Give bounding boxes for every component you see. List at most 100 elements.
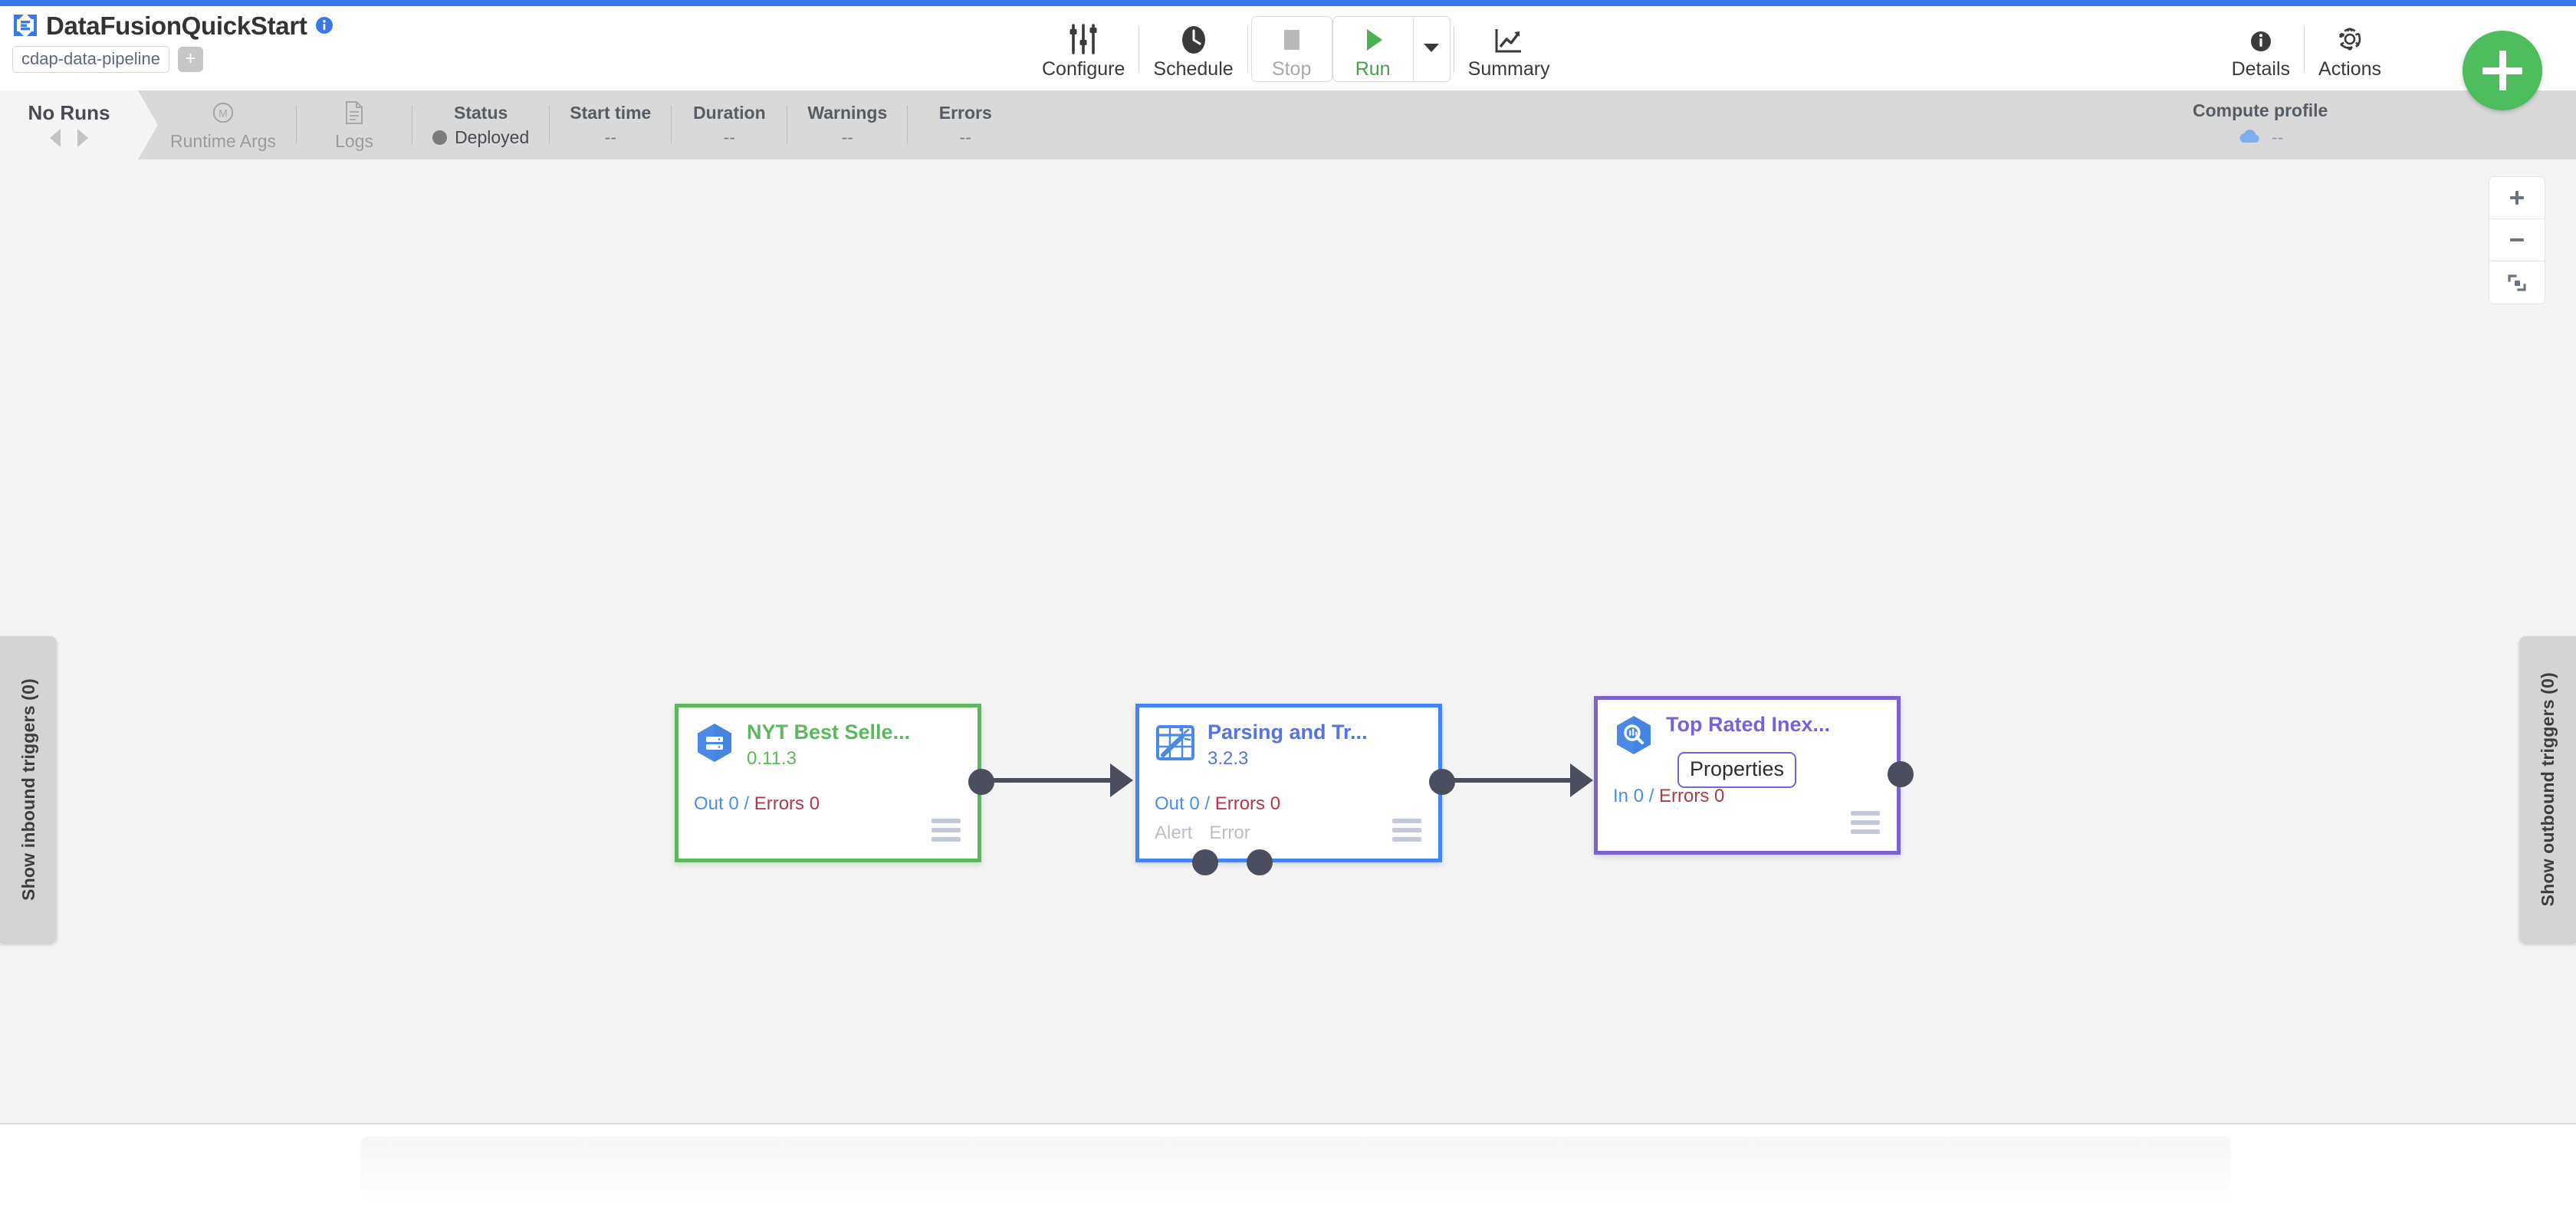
duration-value: -- xyxy=(723,126,735,147)
node-output-port[interactable] xyxy=(1888,761,1914,787)
actions-label: Actions xyxy=(2318,57,2381,80)
start-time-header: Start time xyxy=(570,102,652,123)
runs-title: No Runs xyxy=(28,101,110,124)
node-title-block: Top Rated Inex... xyxy=(1666,713,1830,736)
connection-transform-to-sink[interactable] xyxy=(1444,778,1589,783)
node-out-count: Out 0 xyxy=(694,793,739,814)
warnings-header: Warnings xyxy=(807,102,888,123)
pipeline-node-source[interactable]: NYT Best Selle... 0.11.3 Out 0 / Errors … xyxy=(675,704,994,862)
sliders-icon xyxy=(1068,20,1099,55)
metrics-separator: / xyxy=(744,793,750,814)
actions-button[interactable]: Actions xyxy=(2308,9,2392,89)
compute-profile-header: Compute profile xyxy=(2193,100,2328,120)
caret-right-icon[interactable] xyxy=(77,129,88,147)
toolbar-divider xyxy=(1247,26,1248,72)
app-header: DataFusionQuickStart cdap-data-pipeline … xyxy=(0,6,2576,90)
stop-label: Stop xyxy=(1271,57,1312,80)
node-output-port[interactable] xyxy=(1429,769,1455,795)
cloud-icon xyxy=(2237,127,2263,148)
pipeline-node-sink[interactable]: Top Rated Inex... Properties In 0 / Erro… xyxy=(1594,696,1914,855)
status-divider xyxy=(549,106,550,144)
node-menu-button[interactable] xyxy=(932,819,961,842)
schedule-label: Schedule xyxy=(1153,57,1234,80)
node-name: NYT Best Selle... xyxy=(747,721,911,744)
macro-m-icon: M xyxy=(212,100,235,126)
document-icon xyxy=(344,100,364,126)
canvas-zoom-controls xyxy=(2489,176,2545,304)
properties-tooltip[interactable]: Properties xyxy=(1677,752,1797,789)
info-icon[interactable] xyxy=(315,17,333,34)
schedule-button[interactable]: Schedule xyxy=(1142,9,1244,89)
status-badge: Deployed xyxy=(432,128,529,146)
outbound-triggers-label: Show outbound triggers (0) xyxy=(2537,672,2558,907)
pipeline-canvas[interactable]: Show inbound triggers (0) Show outbound … xyxy=(0,159,2576,1125)
inbound-triggers-tab[interactable]: Show inbound triggers (0) xyxy=(0,636,57,943)
node-metrics[interactable]: Out 0 / Errors 0 xyxy=(1155,795,1280,813)
errors-header: Errors xyxy=(938,102,992,123)
info-circle-icon xyxy=(2246,20,2275,55)
stop-button[interactable]: Stop xyxy=(1252,17,1332,81)
warnings-value: -- xyxy=(841,126,853,147)
connection-source-to-transform[interactable] xyxy=(984,778,1129,783)
pipeline-toolbar: Configure Schedule Stop xyxy=(1031,9,1561,89)
run-button-box[interactable]: Run xyxy=(1332,16,1451,82)
bigquery-sink-icon xyxy=(1612,713,1656,757)
svg-text:M: M xyxy=(219,107,228,120)
node-menu-button[interactable] xyxy=(1851,811,1880,834)
toolbar-divider xyxy=(1138,26,1140,72)
logs-button[interactable]: Logs xyxy=(297,90,412,159)
add-tag-button[interactable]: + xyxy=(178,47,204,72)
play-triangle-icon xyxy=(1360,20,1386,55)
node-out-count: Out 0 xyxy=(1155,793,1200,814)
node-error-count: Errors 0 xyxy=(754,793,820,814)
runtime-args-button[interactable]: M Runtime Args xyxy=(150,90,296,159)
runs-navigator: No Runs xyxy=(0,90,158,159)
outbound-triggers-tab[interactable]: Show outbound triggers (0) xyxy=(2519,636,2576,943)
inbound-triggers-label: Show inbound triggers (0) xyxy=(18,678,38,901)
node-error-count: Errors 0 xyxy=(1214,793,1281,814)
node-header: NYT Best Selle... 0.11.3 xyxy=(678,708,978,772)
metrics-separator: / xyxy=(1648,786,1654,806)
node-menu-button[interactable] xyxy=(1392,819,1421,842)
status-columns: M Runtime Args Logs xyxy=(150,90,1023,159)
configure-button[interactable]: Configure xyxy=(1031,9,1135,89)
node-output-port[interactable] xyxy=(968,769,994,795)
node-metrics[interactable]: In 0 / Errors 0 xyxy=(1613,787,1724,806)
node-alert-port[interactable] xyxy=(1192,849,1218,875)
title-row: DataFusionQuickStart xyxy=(12,8,333,43)
status-column-duration: Duration -- xyxy=(672,90,787,159)
summary-button[interactable]: Summary xyxy=(1457,9,1561,89)
node-metrics[interactable]: Out 0 / Errors 0 xyxy=(694,795,820,813)
toolbar-divider xyxy=(2304,26,2305,72)
zoom-out-button[interactable] xyxy=(2489,219,2545,261)
node-error-count: Errors 0 xyxy=(1659,786,1725,806)
logs-label: Logs xyxy=(335,131,373,151)
caret-left-icon[interactable] xyxy=(50,129,61,147)
add-plugin-fab[interactable] xyxy=(2463,31,2542,110)
node-version: 3.2.3 xyxy=(1208,748,1249,770)
runtime-args-label: Runtime Args xyxy=(170,131,277,151)
run-options-dropdown[interactable] xyxy=(1412,17,1450,81)
node-error-port[interactable] xyxy=(1247,849,1273,875)
pipeline-node-transform[interactable]: Parsing and Tr... 3.2.3 Out 0 / Errors 0… xyxy=(1135,704,1455,875)
bottom-panel xyxy=(0,1126,2576,1205)
run-button[interactable]: Run xyxy=(1333,17,1413,81)
status-column-errors: Errors -- xyxy=(908,90,1023,159)
details-button[interactable]: Details xyxy=(2221,9,2301,89)
pipeline-meta-row: cdap-data-pipeline + xyxy=(12,46,333,73)
errors-value: -- xyxy=(959,126,971,147)
fit-to-screen-button[interactable] xyxy=(2489,261,2545,304)
metrics-separator: / xyxy=(1204,793,1211,814)
wrangler-transform-icon xyxy=(1153,721,1198,765)
zoom-in-button[interactable] xyxy=(2489,177,2545,219)
node-title-block: Parsing and Tr... 3.2.3 xyxy=(1208,721,1368,772)
bottom-panel-shadow xyxy=(360,1137,2231,1205)
pipeline-type-tag[interactable]: cdap-data-pipeline xyxy=(12,46,170,73)
chevron-down-icon xyxy=(1423,42,1440,57)
connection-arrowhead xyxy=(1570,763,1593,797)
compute-profile-block[interactable]: Compute profile -- xyxy=(2193,90,2328,159)
gear-icon xyxy=(2334,20,2366,55)
node-port-labels: Alert Error xyxy=(1155,824,1250,842)
stop-button-box[interactable]: Stop xyxy=(1250,16,1332,82)
node-header: Top Rated Inex... xyxy=(1598,700,1897,757)
